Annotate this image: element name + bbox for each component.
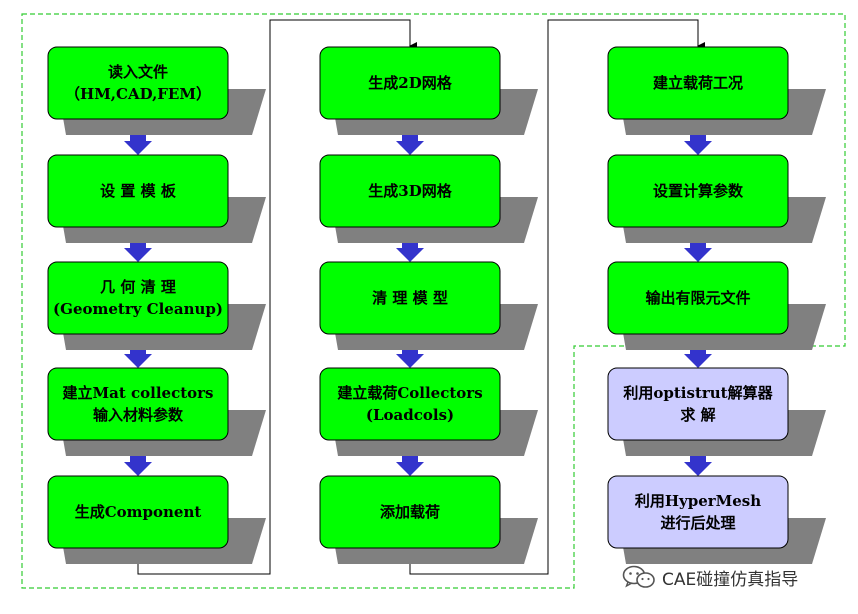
- step-box: [319, 261, 501, 335]
- connector-line: [137, 19, 417, 575]
- flow-step: 利用HyperMesh 进行后处理: [607, 475, 826, 564]
- step-label: 输出有限元文件: [645, 289, 750, 307]
- step-box: [607, 367, 789, 441]
- step-box: [319, 367, 501, 441]
- flow-step: 输出有限元文件: [607, 261, 826, 350]
- flow-step: 几 何 清 理 (Geometry Cleanup): [47, 261, 266, 350]
- step-label: (Geometry Cleanup): [53, 300, 223, 318]
- step-box: [47, 475, 229, 549]
- step-box: [319, 46, 501, 120]
- step-label: 几 何 清 理: [100, 278, 176, 296]
- step-label: 设 置 模 板: [100, 182, 177, 200]
- watermark-text: CAE碰撞仿真指导: [662, 569, 799, 590]
- watermark: CAE碰撞仿真指导: [622, 562, 798, 592]
- step-box: [607, 154, 789, 228]
- step-box: [607, 475, 789, 549]
- step-box: [47, 367, 229, 441]
- step-box: [607, 261, 789, 335]
- flow-step: 设置计算参数: [607, 154, 826, 243]
- step-label: 生成Component: [75, 503, 202, 521]
- flow-step: 设 置 模 板: [47, 154, 266, 243]
- flow-step: 生成3D网格: [319, 154, 538, 243]
- flow-step: 添加载荷: [319, 475, 538, 564]
- step-label: 清 理 模 型: [372, 289, 448, 307]
- step-box: [47, 261, 229, 335]
- flow-step: 读入文件 （HM,CAD,FEM）: [47, 46, 266, 135]
- step-label: 建立载荷Collectors: [337, 384, 482, 402]
- flow-step: 生成2D网格: [319, 46, 538, 135]
- step-label: (Loadcols): [366, 406, 454, 424]
- step-label: 利用optistrut解算器: [623, 384, 773, 402]
- step-label: 建立Mat collectors: [63, 384, 214, 402]
- wechat-icon: [622, 565, 655, 588]
- step-box: [47, 46, 229, 120]
- step-label: （HM,CAD,FEM）: [65, 85, 211, 103]
- flow-step: 建立载荷工况: [607, 46, 826, 135]
- flow-step: 建立载荷Collectors (Loadcols): [319, 367, 538, 456]
- step-label: 利用HyperMesh: [635, 492, 761, 510]
- step-box: [47, 154, 229, 228]
- step-label: 输入材料参数: [93, 406, 184, 424]
- step-label: 读入文件: [108, 63, 168, 81]
- step-label: 生成3D网格: [368, 182, 452, 200]
- dashed-boundary: [21, 13, 846, 589]
- step-label: 建立载荷工况: [653, 74, 743, 92]
- flow-step: 生成Component: [47, 475, 266, 564]
- step-label: 设置计算参数: [653, 182, 744, 200]
- step-box: [319, 154, 501, 228]
- step-box: [607, 46, 789, 120]
- flow-step: 清 理 模 型: [319, 261, 538, 350]
- step-label: 生成2D网格: [368, 74, 452, 92]
- step-label: 进行后处理: [660, 514, 735, 532]
- step-label: 求 解: [680, 406, 715, 424]
- connector-line: [409, 19, 705, 575]
- flow-step: 建立Mat collectors 输入材料参数: [47, 367, 266, 456]
- step-box: [319, 475, 501, 549]
- step-label: 添加载荷: [380, 503, 440, 521]
